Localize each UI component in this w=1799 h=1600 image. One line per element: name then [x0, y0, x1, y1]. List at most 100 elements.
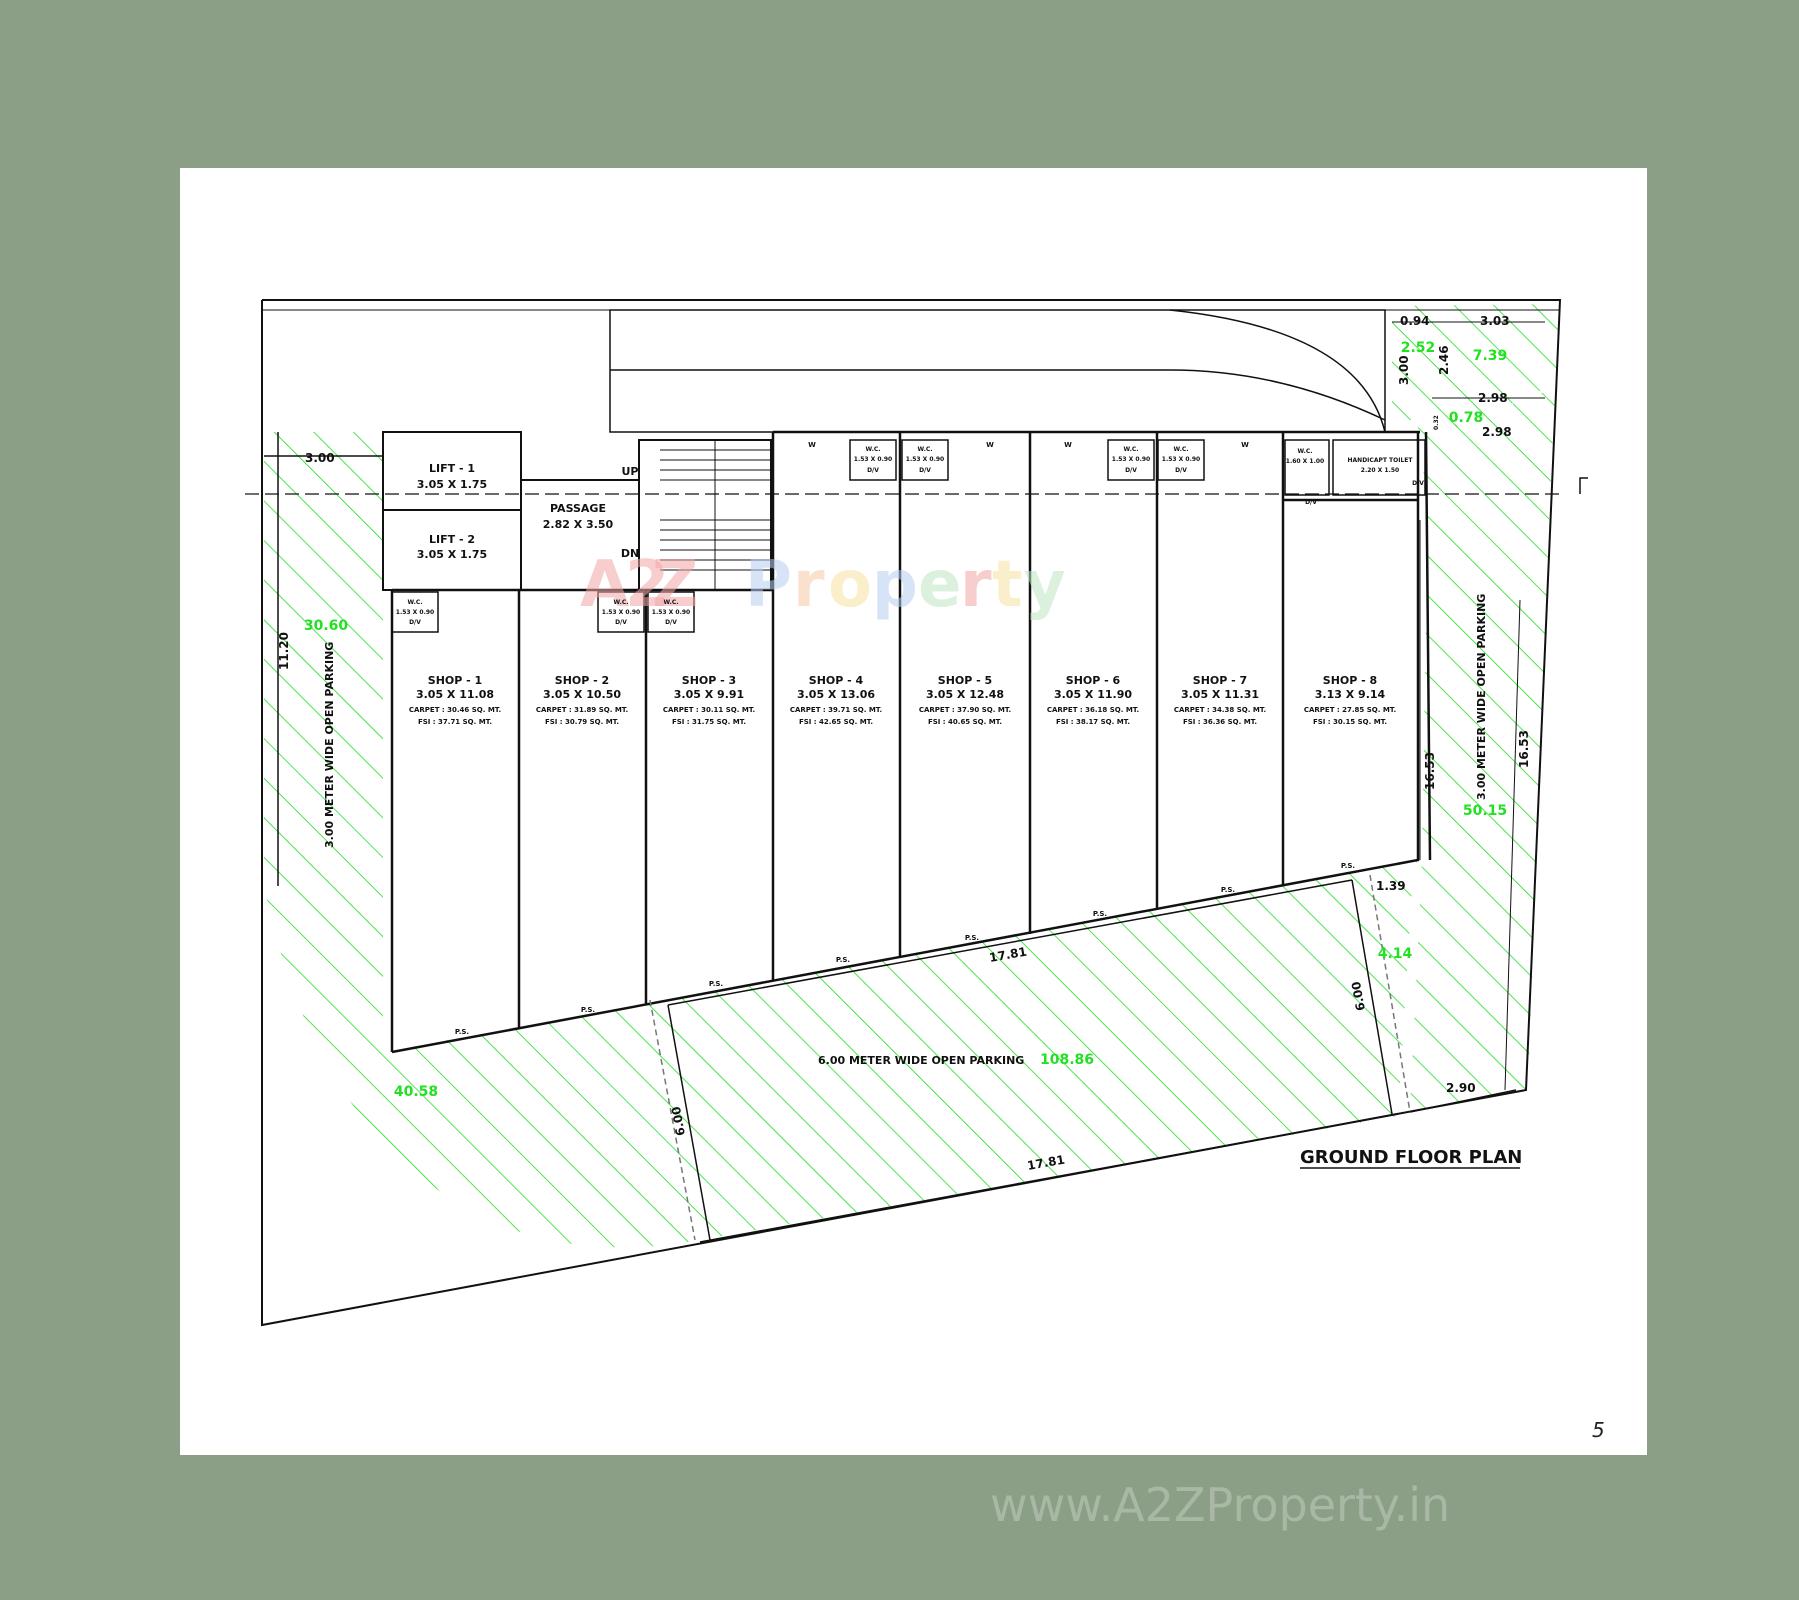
wc-label: W.C.	[1297, 448, 1312, 455]
window-label: W	[1064, 441, 1072, 449]
dim-left-depth: 11.20	[277, 632, 291, 670]
area-corner-a: 2.52	[1401, 340, 1436, 356]
window-label: W	[986, 441, 994, 449]
shop-carpet: CARPET : 30.46 SQ. MT.	[409, 706, 501, 714]
dim-corner-g: 1.39	[1376, 879, 1406, 893]
watermark-e: e	[918, 548, 961, 622]
dim-right-inner: 16.53	[1423, 752, 1437, 790]
wc-size: 1.53 X 0.90	[652, 609, 690, 616]
ps-label: P.S.	[1341, 862, 1355, 870]
dim-corner-e: 2.98	[1478, 391, 1508, 405]
wc-size: 1.53 X 0.90	[602, 609, 640, 616]
wc-duct: D/V	[665, 619, 677, 626]
page-number: 5	[1592, 1418, 1605, 1442]
shop-name: SHOP - 4	[809, 674, 864, 687]
wc-label: W.C.	[865, 446, 880, 453]
shop-size: 3.13 X 9.14	[1315, 688, 1386, 701]
area-left-parking: 30.60	[304, 618, 349, 634]
shop-name: SHOP - 2	[555, 674, 609, 687]
front-parking-label: 6.00 METER WIDE OPEN PARKING	[818, 1054, 1024, 1067]
handicap-toilet-size: 2.20 X 1.50	[1361, 467, 1399, 474]
wc-size: 1.53 X 0.90	[854, 456, 892, 463]
watermark-r2: r	[960, 548, 992, 622]
wc-boxes	[391, 439, 1330, 633]
dim-right-outer: 16.53	[1517, 730, 1531, 768]
wc-duct: D/V	[1175, 467, 1187, 474]
watermark: A 2 Z P r o p e r t y	[580, 548, 1066, 622]
lift-2-name: LIFT - 2	[429, 533, 475, 546]
watermark-p: P	[745, 548, 792, 622]
shop-labels: SHOP - 1 3.05 X 11.08 CARPET : 30.46 SQ.…	[409, 674, 1396, 726]
handicap-toilet-name: HANDICAPT TOILET	[1348, 457, 1414, 464]
window-labels: W W W W	[808, 441, 1249, 449]
shop-size: 3.05 X 11.31	[1181, 688, 1259, 701]
watermark-r: r	[793, 548, 825, 622]
passage-name: PASSAGE	[550, 502, 606, 515]
hatched-parking-zones	[264, 304, 1560, 1248]
dim-corner-b: 3.03	[1480, 314, 1510, 328]
ps-label: P.S.	[1221, 886, 1235, 894]
shop-fsi: FSI : 30.15 SQ. MT.	[1313, 718, 1387, 726]
shop-carpet: CARPET : 37.90 SQ. MT.	[919, 706, 1011, 714]
lift-1-size: 3.05 X 1.75	[417, 478, 487, 491]
ps-label: P.S.	[965, 934, 979, 942]
stair-up-label: UP	[622, 465, 639, 478]
dimension-values: 3.00 11.20 17.81 17.81 6.00 6.00 16.53 1…	[277, 314, 1531, 1173]
wc-label: W.C.	[917, 446, 932, 453]
shop-carpet: CARPET : 34.38 SQ. MT.	[1174, 706, 1266, 714]
wc-label: W.C.	[613, 599, 628, 606]
shop-fsi: FSI : 40.65 SQ. MT.	[928, 718, 1002, 726]
right-parking-label: 3.00 METER WIDE OPEN PARKING	[1475, 594, 1488, 800]
shop-fsi: FSI : 37.71 SQ. MT.	[418, 718, 492, 726]
shop-name: SHOP - 5	[938, 674, 992, 687]
shop-carpet: CARPET : 36.18 SQ. MT.	[1047, 706, 1139, 714]
plan-title-text: GROUND FLOOR PLAN	[1300, 1147, 1522, 1168]
passage-size: 2.82 X 3.50	[543, 518, 614, 531]
wc-size: 1.53 X 0.90	[1162, 456, 1200, 463]
plot-outline	[261, 299, 1562, 1327]
wc-size: 1.53 X 0.90	[906, 456, 944, 463]
window-label: W	[808, 441, 816, 449]
parking-dimension-lines	[264, 321, 1545, 1243]
watermark-t: t	[992, 548, 1023, 622]
ps-labels: P.S. P.S. P.S. P.S. P.S. P.S. P.S. P.S.	[455, 862, 1355, 1036]
parking-labels: 3.00 METER WIDE OPEN PARKING 3.00 METER …	[323, 594, 1488, 1067]
ps-label: P.S.	[836, 956, 850, 964]
dim-front-depth-right: 6.00	[1349, 980, 1368, 1012]
front-parking-hatch	[264, 860, 1418, 1248]
shop-size: 3.05 X 11.90	[1054, 688, 1132, 701]
shop-fsi: FSI : 31.75 SQ. MT.	[672, 718, 746, 726]
shop-4-label: SHOP - 4 3.05 X 13.06 CARPET : 39.71 SQ.…	[790, 674, 882, 726]
wc-duct: D/V	[1125, 467, 1137, 474]
shop-3-label: SHOP - 3 3.05 X 9.91 CARPET : 30.11 SQ. …	[663, 674, 755, 726]
shop-8-label: SHOP - 8 3.13 X 9.14 CARPET : 27.85 SQ. …	[1304, 674, 1396, 726]
ramp-arc	[1169, 309, 1386, 433]
shop-name: SHOP - 7	[1193, 674, 1247, 687]
shop-size: 3.05 X 10.50	[543, 688, 621, 701]
wc-label: W.C.	[407, 599, 422, 606]
section-marker	[1579, 477, 1588, 494]
area-corner-b: 7.39	[1473, 348, 1508, 364]
area-front-right: 4.14	[1378, 946, 1413, 962]
wc-label: W.C.	[663, 599, 678, 606]
shop-name: SHOP - 1	[428, 674, 482, 687]
shop-size: 3.05 X 12.48	[926, 688, 1004, 701]
plot-boundary	[245, 299, 1588, 1327]
ps-label: P.S.	[455, 1028, 469, 1036]
shop-carpet: CARPET : 30.11 SQ. MT.	[663, 706, 755, 714]
shop-fsi: FSI : 38.17 SQ. MT.	[1056, 718, 1130, 726]
wc-duct: D/V	[409, 619, 421, 626]
ps-label: P.S.	[581, 1006, 595, 1014]
corner-parking-hatch	[1392, 304, 1560, 438]
lift-1-name: LIFT - 1	[429, 462, 475, 475]
shop-carpet: CARPET : 31.89 SQ. MT.	[536, 706, 628, 714]
stair-treads	[660, 440, 771, 590]
shop-2-label: SHOP - 2 3.05 X 10.50 CARPET : 31.89 SQ.…	[536, 674, 628, 726]
wc-duct: D/V	[919, 467, 931, 474]
right-parking-hatch	[1410, 388, 1555, 1112]
shop-size: 3.05 X 9.91	[674, 688, 744, 701]
area-right-parking: 50.15	[1463, 803, 1507, 819]
core-block	[382, 431, 772, 591]
shop-fsi: FSI : 42.65 SQ. MT.	[799, 718, 873, 726]
wc-size: 1.53 X 0.90	[396, 609, 434, 616]
